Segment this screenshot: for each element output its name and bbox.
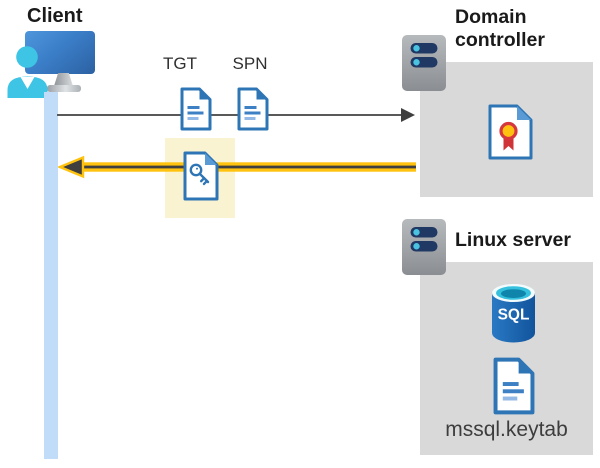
key-icon	[189, 163, 210, 186]
client-timeline-bar	[44, 92, 58, 459]
spn-label: SPN	[232, 54, 268, 73]
monitor-base-icon	[47, 85, 81, 92]
user-collar	[20, 77, 35, 89]
response-arrow	[58, 155, 416, 179]
user-icon	[7, 46, 48, 98]
tgt-label: TGT	[163, 54, 197, 73]
domain-controller-title: Domain controller	[455, 6, 545, 51]
keytab-filename-label: mssql.keytab	[445, 418, 568, 441]
keytab-document-icon	[493, 357, 535, 415]
sql-text: SQL	[498, 307, 530, 324]
key-document-icon	[183, 151, 219, 201]
domain-controller-server-icon	[402, 35, 446, 91]
certificate-icon	[488, 104, 533, 160]
sql-database-icon: SQL	[492, 284, 535, 343]
spn-document-icon	[237, 87, 269, 131]
request-arrow-line	[57, 114, 402, 117]
linux-server-icon	[402, 219, 446, 275]
response-arrowhead-icon	[58, 155, 85, 179]
tgt-document-icon	[180, 87, 212, 131]
linux-server-title: Linux server	[455, 229, 571, 251]
client-title: Client	[27, 5, 83, 27]
monitor-stand-icon	[54, 73, 73, 86]
request-arrowhead-icon	[401, 108, 415, 122]
